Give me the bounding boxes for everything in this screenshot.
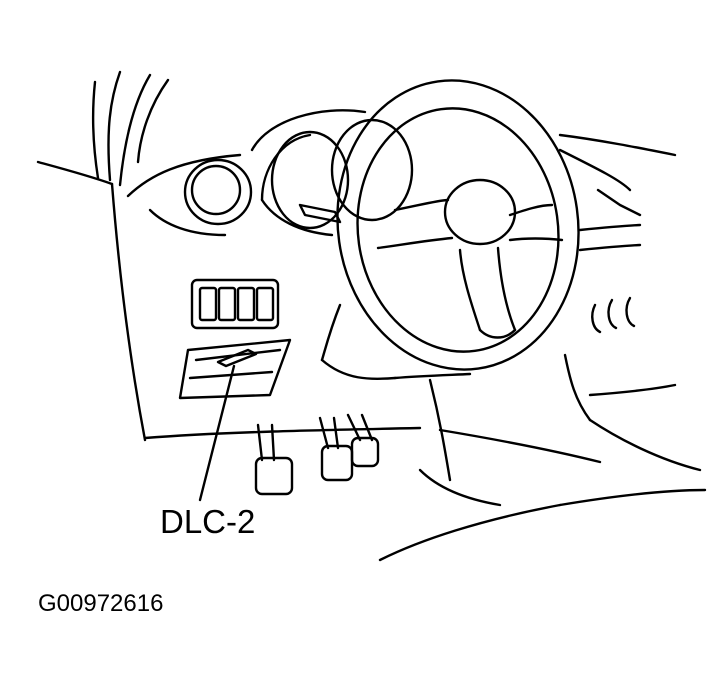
steering-column	[320, 303, 472, 381]
floor-and-seat	[378, 353, 707, 562]
a-pillar	[36, 70, 170, 187]
right-vents	[578, 223, 642, 334]
dlc2-connector-cover	[178, 338, 292, 400]
left-vent	[148, 158, 253, 237]
steering-wheel	[336, 79, 580, 371]
pedals	[254, 413, 380, 496]
instrument-cluster	[250, 109, 414, 237]
callout-leader	[198, 364, 236, 502]
figure-code: G00972616	[38, 590, 164, 617]
dashboard-outline	[110, 133, 677, 464]
dlc2-callout-label: DLC-2	[160, 503, 256, 540]
switch-panel	[190, 278, 280, 330]
